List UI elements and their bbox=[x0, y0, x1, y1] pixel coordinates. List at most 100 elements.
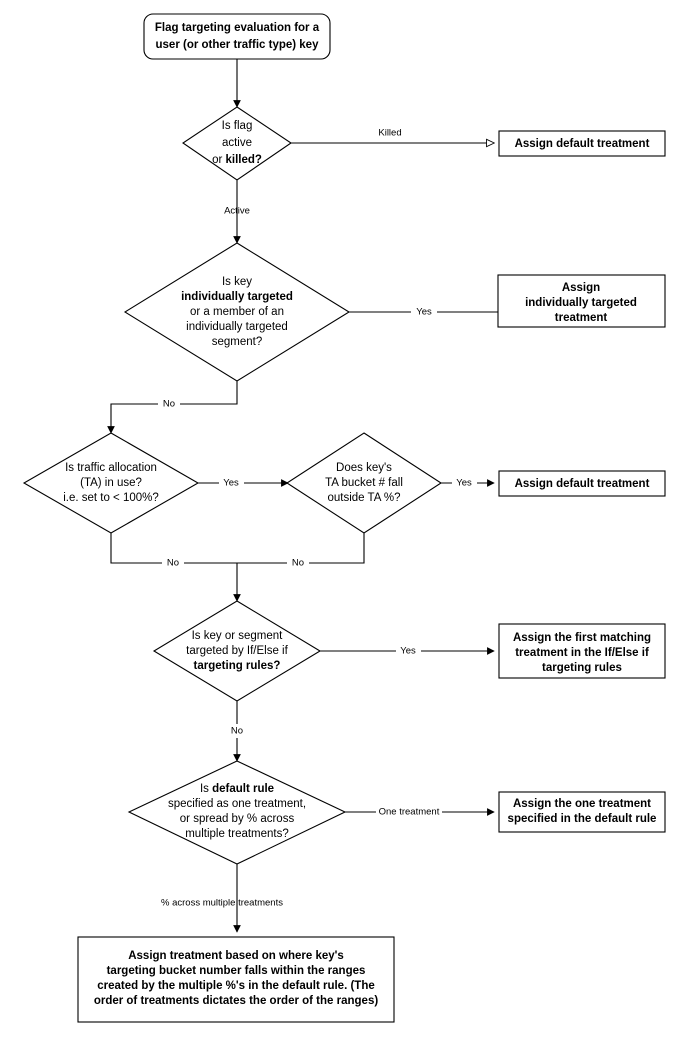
edge-label-backdrop bbox=[396, 644, 421, 658]
decision-targeting-rules-line-1: Is key or segment bbox=[192, 630, 284, 642]
decision-ta-bucket-line-2: TA bucket # fall bbox=[325, 477, 403, 489]
decision-ta-bucket-line-1: Does key's bbox=[336, 462, 392, 474]
node-decision-individually-targeted[interactable]: Is key individually targeted or a member… bbox=[123, 242, 351, 382]
decision-default-rule-shape bbox=[127, 760, 347, 865]
decision-ta-bucket-line-3: outside TA %? bbox=[327, 492, 400, 504]
edge-label-yes-targeting-rules: Yes bbox=[400, 646, 416, 657]
edge-label-no-individually-targeted: No bbox=[163, 399, 175, 410]
assign-one-treatment-line-2: specified in the default rule bbox=[508, 813, 657, 825]
decision-default-rule-line-4: multiple treatments? bbox=[185, 828, 289, 840]
edge-label-backdrop bbox=[376, 805, 442, 819]
decision-individually-targeted-line-3: or a member of an bbox=[190, 306, 284, 318]
edge-default-rule-one-treatment: One treatment bbox=[345, 805, 495, 819]
edge-label-backdrop bbox=[287, 556, 309, 570]
decision-traffic-allocation-line-3: i.e. set to < 100%? bbox=[63, 492, 159, 504]
decision-individually-targeted-line-5: segment? bbox=[212, 336, 263, 348]
decision-targeting-rules-shape bbox=[152, 600, 322, 702]
decision-flag-active-line-3-bold: killed? bbox=[225, 154, 261, 166]
edge-label-active: Active bbox=[224, 206, 250, 217]
edge-default-rule-percent-spread: % across multiple treatments bbox=[161, 864, 283, 933]
edge-ta-bucket-yes: Yes bbox=[441, 476, 495, 490]
edge-label-percent-across-multiple-treatments: % across multiple treatments bbox=[161, 898, 283, 909]
assign-first-matching-line-1: Assign the first matching bbox=[513, 632, 651, 644]
assign-one-treatment-shape bbox=[498, 791, 666, 833]
edge-label-backdrop bbox=[162, 556, 184, 570]
assign-first-matching-line-3: targeting rules bbox=[542, 662, 622, 674]
edge-label-killed: Killed bbox=[378, 128, 401, 139]
node-decision-traffic-allocation[interactable]: Is traffic allocation (TA) in use? i.e. … bbox=[22, 432, 200, 534]
node-assign-one-treatment[interactable]: Assign the one treatment specified in th… bbox=[498, 791, 666, 833]
assign-default-treatment-killed-shape bbox=[498, 130, 666, 157]
decision-default-rule-line-1-bold: default rule bbox=[212, 783, 274, 795]
node-decision-ta-bucket-outside[interactable]: Does key's TA bucket # fall outside TA %… bbox=[285, 432, 443, 534]
edge-targeting-rules-yes: Yes bbox=[320, 644, 495, 658]
edge-traffic-allocation-yes: Yes bbox=[198, 476, 289, 490]
edge-ta-bucket-no: No bbox=[237, 533, 365, 570]
assign-treatment-by-ranges-line-2: targeting bucket number falls within the… bbox=[107, 965, 366, 977]
decision-flag-active-shape bbox=[182, 106, 292, 181]
edge-individually-targeted-no: No bbox=[107, 381, 238, 434]
node-decision-default-rule[interactable]: Is default rule specified as one treatme… bbox=[127, 760, 347, 865]
assign-one-treatment-line-1: Assign the one treatment bbox=[513, 798, 651, 810]
decision-targeting-rules-line-2: targeted by If/Else if bbox=[186, 645, 288, 657]
decision-flag-active-line-3-plain: or bbox=[212, 154, 225, 166]
assign-default-treatment-ta-shape bbox=[498, 470, 666, 497]
edge-targeting-rules-no: No bbox=[226, 701, 248, 762]
edge-label-backdrop bbox=[219, 476, 244, 490]
edge-traffic-allocation-no: No bbox=[110, 533, 237, 570]
edge-label-no-ta-bucket: No bbox=[292, 558, 304, 569]
assign-treatment-by-ranges-line-4: order of treatments dictates the order o… bbox=[94, 995, 379, 1007]
edge-label-no-targeting-rules: No bbox=[231, 726, 243, 737]
start-node-line-1: Flag targeting evaluation for a bbox=[155, 22, 320, 34]
assign-individually-targeted-line-2: individually targeted bbox=[525, 297, 637, 309]
decision-traffic-allocation-line-2: (TA) in use? bbox=[80, 477, 142, 489]
edge-label-backdrop bbox=[411, 305, 437, 319]
node-decision-flag-active-or-killed[interactable]: Is flag active or killed? bbox=[182, 106, 292, 181]
decision-traffic-allocation-shape bbox=[22, 432, 200, 534]
decision-default-rule-line-3: or spread by % across bbox=[180, 813, 295, 825]
edge-label-one-treatment: One treatment bbox=[379, 807, 440, 818]
edge-label-backdrop bbox=[226, 724, 248, 738]
node-start-flag-targeting-evaluation[interactable]: Flag targeting evaluation for a user (or… bbox=[143, 13, 331, 60]
node-assign-default-treatment-ta[interactable]: Assign default treatment bbox=[498, 470, 666, 497]
node-assign-first-matching-treatment[interactable]: Assign the first matching treatment in t… bbox=[498, 623, 666, 679]
decision-default-rule-line-1-plain: Is bbox=[200, 783, 212, 795]
decision-ta-bucket-shape bbox=[285, 432, 443, 534]
edge-label-yes-ta-bucket: Yes bbox=[456, 478, 472, 489]
assign-individually-targeted-line-1: Assign bbox=[562, 282, 600, 294]
decision-targeting-rules-line-3: targeting rules? bbox=[194, 660, 281, 672]
decision-individually-targeted-line-4: individually targeted bbox=[186, 321, 288, 333]
assign-individually-targeted-line-3: treatment bbox=[555, 312, 608, 324]
assign-treatment-by-ranges-line-1: Assign treatment based on where key's bbox=[128, 950, 344, 962]
start-node-shape bbox=[143, 13, 331, 60]
node-assign-treatment-by-ranges[interactable]: Assign treatment based on where key's ta… bbox=[77, 936, 395, 1023]
assign-individually-targeted-shape bbox=[497, 274, 666, 328]
edge-label-backdrop bbox=[452, 476, 477, 490]
node-decision-targeting-rules[interactable]: Is key or segment targeted by If/Else if… bbox=[152, 600, 322, 702]
decision-traffic-allocation-line-1: Is traffic allocation bbox=[65, 462, 157, 474]
start-node-line-2: user (or other traffic type) key bbox=[156, 39, 320, 51]
assign-first-matching-shape bbox=[498, 623, 666, 679]
assign-default-treatment-killed-label: Assign default treatment bbox=[515, 138, 650, 150]
edge-individually-targeted-yes: Yes Yes bbox=[349, 305, 498, 319]
node-assign-default-treatment-killed[interactable]: Assign default treatment bbox=[498, 130, 666, 157]
assign-treatment-by-ranges-line-3: created by the multiple %'s in the defau… bbox=[97, 980, 375, 992]
decision-individually-targeted-line-2: individually targeted bbox=[181, 291, 293, 303]
decision-individually-targeted-line-1: Is key bbox=[222, 276, 252, 288]
decision-individually-targeted-shape bbox=[123, 242, 351, 382]
decision-default-rule-line-2: specified as one treatment, bbox=[168, 798, 306, 810]
edge-label-yes-individually-targeted-top: Yes bbox=[416, 307, 432, 318]
node-assign-individually-targeted-treatment[interactable]: Assign individually targeted treatment bbox=[497, 274, 666, 328]
edge-flag-active-to-individually-targeted: Active bbox=[224, 180, 250, 244]
assign-treatment-by-ranges-shape bbox=[77, 936, 395, 1023]
edge-label-no-traffic-allocation: No bbox=[167, 558, 179, 569]
edge-label-backdrop bbox=[158, 397, 180, 411]
assign-default-treatment-ta-label: Assign default treatment bbox=[515, 478, 650, 490]
assign-first-matching-line-2: treatment in the If/Else if bbox=[515, 647, 649, 659]
decision-flag-active-line-1: Is flag bbox=[222, 120, 253, 132]
edge-flag-killed-to-assign-default: Killed bbox=[291, 128, 494, 143]
decision-flag-active-line-2: active bbox=[222, 137, 252, 149]
decision-flag-active-line-3: or killed? bbox=[212, 154, 262, 166]
